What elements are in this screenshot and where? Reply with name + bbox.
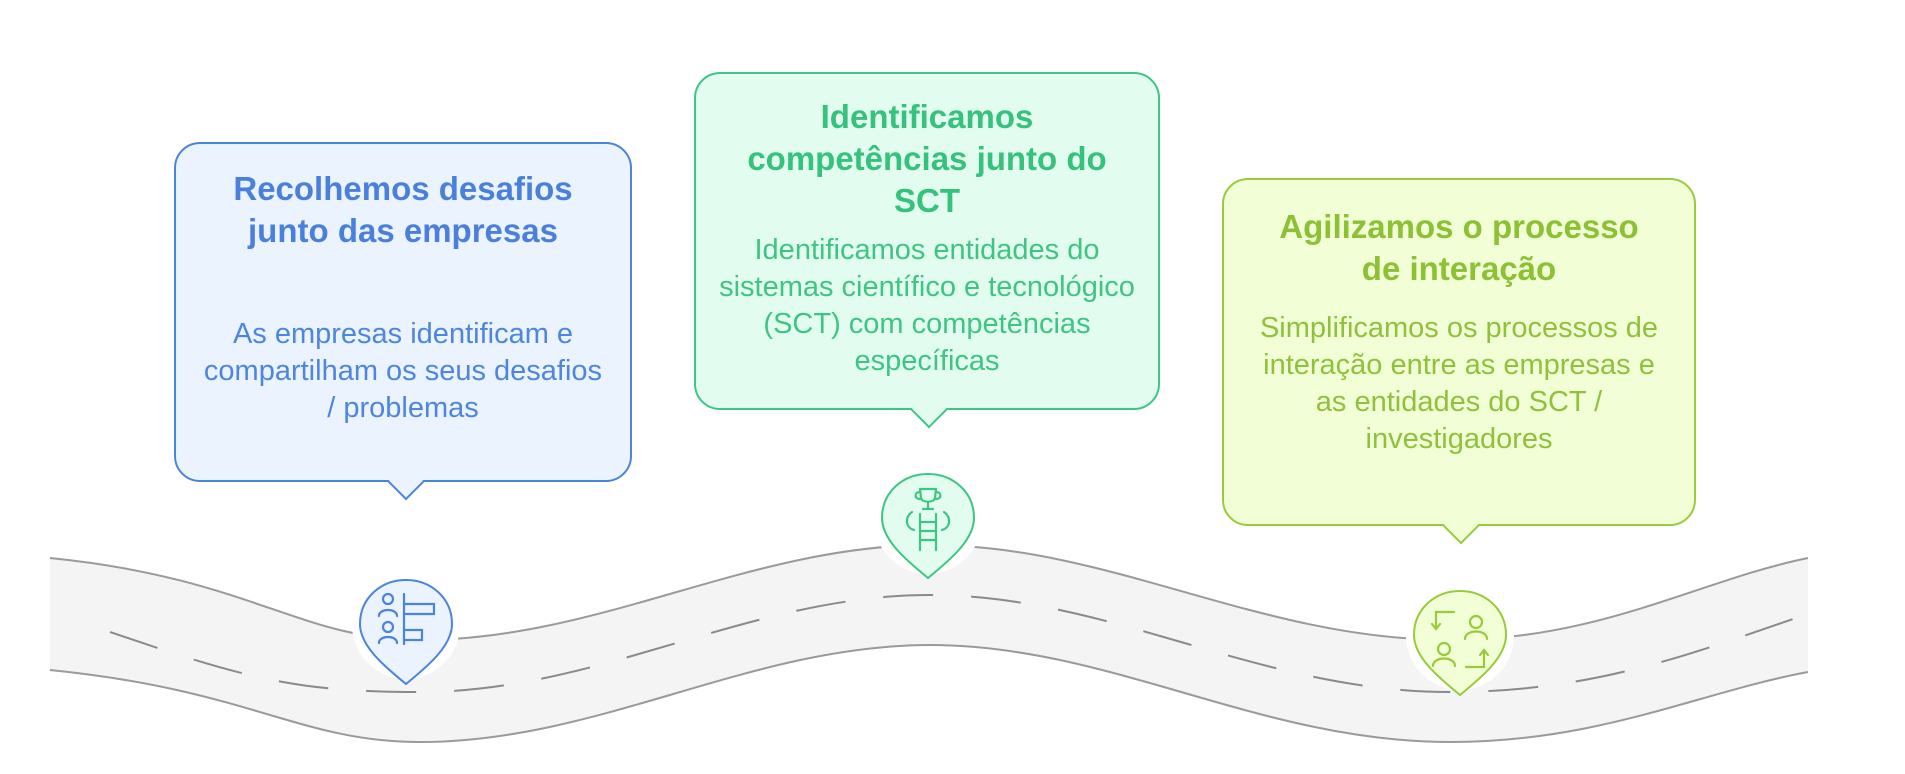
stage-2-description: Identificamos entidades do sistemas cien… xyxy=(719,234,1135,377)
map-pin-1 xyxy=(358,578,454,686)
stage-2-title: Identificamos competências junto do SCT xyxy=(747,98,1107,219)
map-pin-3 xyxy=(1412,589,1508,697)
trophy-ladder-icon xyxy=(905,487,951,552)
stage-3-description: Simplificamos os processos de interação … xyxy=(1259,312,1659,455)
stage-3-callout: Agilizamos o processo de interação Simpl… xyxy=(1222,178,1696,545)
road-center-line xyxy=(109,593,1809,694)
road-edge-bottom xyxy=(49,643,1809,744)
stage-3-title: Agilizamos o processo de interação xyxy=(1279,208,1639,287)
map-pin-2 xyxy=(880,472,976,580)
stage-1-callout: Recolhemos desafios junto das empresas A… xyxy=(174,142,632,501)
stage-1-title: Recolhemos desafios junto das empresas xyxy=(233,170,573,249)
road-surface xyxy=(50,545,1808,742)
stage-1-description: As empresas identificam e compartilham o… xyxy=(203,318,603,424)
stage-2-callout: Identificamos competências junto do SCT … xyxy=(694,72,1160,429)
company-challenges-icon xyxy=(377,592,436,646)
people-exchange-icon xyxy=(1430,610,1490,669)
